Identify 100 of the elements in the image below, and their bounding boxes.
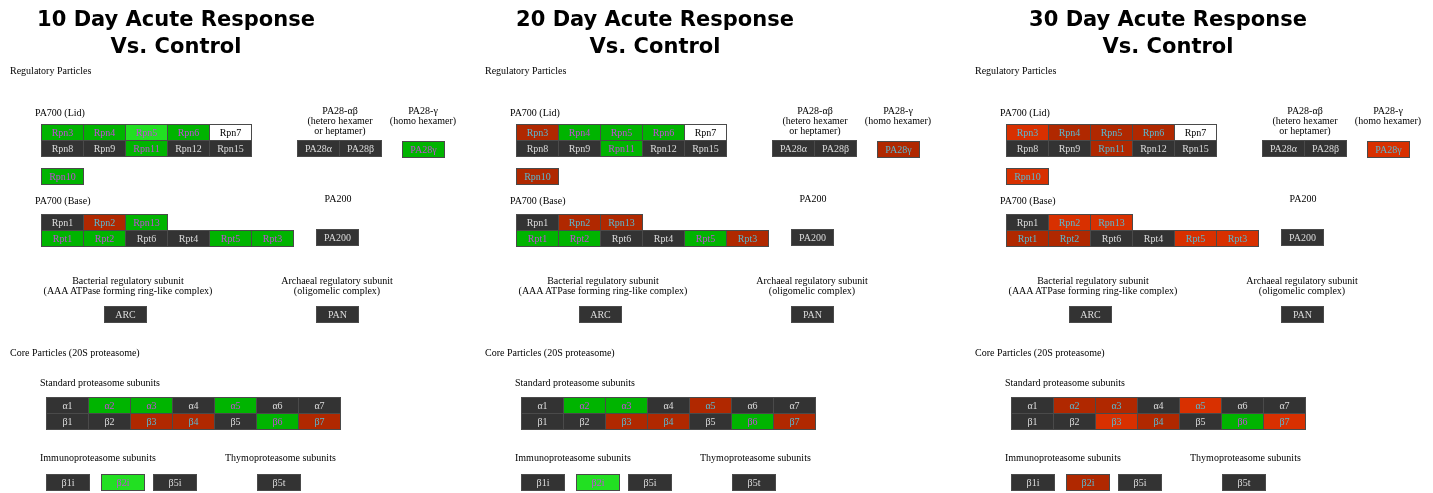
gene-box: Rpn9 (83, 140, 126, 157)
gene-box: Rpt3 (726, 230, 769, 247)
gene-box: ARC (104, 306, 147, 323)
gene-box: β5t (1222, 474, 1266, 491)
section-label: (homo hexamer) (388, 116, 458, 126)
gene-box: Rpt1 (516, 230, 559, 247)
gene-box: Rpn10 (1006, 168, 1049, 185)
gene-box: Rpn9 (1048, 140, 1091, 157)
gene-box: PA28γ (1367, 141, 1410, 158)
gene-box: Rpn8 (41, 140, 84, 157)
gene-box: β5i (153, 474, 197, 491)
section-label: PA700 (Lid) (510, 108, 561, 118)
section-label: (AAA ATPase forming ring-like complex) (42, 286, 214, 296)
section-label: (AAA ATPase forming ring-like complex) (1007, 286, 1179, 296)
gene-box: PAN (1281, 306, 1324, 323)
gene-box: Rpn12 (167, 140, 210, 157)
gene-box: β1i (46, 474, 90, 491)
gene-box: β7 (773, 413, 816, 430)
section-label: Standard proteasome subunits (40, 378, 161, 388)
gene-box: β2 (1053, 413, 1096, 430)
section-label: (AAA ATPase forming ring-like complex) (517, 286, 689, 296)
gene-box: PA200 (791, 229, 834, 246)
gene-box: β4 (172, 413, 215, 430)
gene-box: PA28γ (877, 141, 920, 158)
section-label: (oligomelic complex) (292, 286, 382, 296)
gene-box: PA200 (316, 229, 359, 246)
gene-box: Rpt2 (558, 230, 601, 247)
gene-box: Rpn8 (1006, 140, 1049, 157)
gene-box: PAN (791, 306, 834, 323)
gene-box: β7 (1263, 413, 1306, 430)
gene-box: β2 (563, 413, 606, 430)
section-label: (hetero hexamer or heptamer) (306, 116, 374, 136)
section-label: (oligomelic complex) (767, 286, 857, 296)
section-label: PA700 (Lid) (1000, 108, 1051, 118)
section-label: Immunoproteasome subunits (1005, 453, 1122, 463)
gene-box: Rpn11 (125, 140, 168, 157)
gene-box: PA28β (814, 140, 857, 157)
gene-box: PA28β (339, 140, 382, 157)
gene-box: PA28α (297, 140, 340, 157)
section-label: Immunoproteasome subunits (40, 453, 157, 463)
gene-box: PAN (316, 306, 359, 323)
gene-box: β6 (1221, 413, 1264, 430)
gene-box: Rpt1 (41, 230, 84, 247)
gene-box: Rpn10 (41, 168, 84, 185)
section-label: PA28-αβ (797, 106, 833, 116)
gene-box: Rpt3 (251, 230, 294, 247)
gene-box: β6 (256, 413, 299, 430)
section-label: Standard proteasome subunits (515, 378, 636, 388)
gene-box: Rpn11 (1090, 140, 1133, 157)
panel-title: 20 Day Acute Response Vs. Control (515, 6, 795, 60)
gene-box: Rpt2 (1048, 230, 1091, 247)
gene-box: β5i (1118, 474, 1162, 491)
section-label: PA700 (Base) (35, 196, 92, 206)
section-label: Immunoproteasome subunits (515, 453, 632, 463)
section-label: (oligomelic complex) (1257, 286, 1347, 296)
gene-box: Rpn10 (516, 168, 559, 185)
gene-box: β2i (576, 474, 620, 491)
section-label: (hetero hexamer or heptamer) (1271, 116, 1339, 136)
section-label: PA200 (798, 194, 828, 204)
gene-box: Rpn8 (516, 140, 559, 157)
gene-box: ARC (579, 306, 622, 323)
section-label: Thymoproteasome subunits (1190, 453, 1302, 463)
gene-box: Rpn9 (558, 140, 601, 157)
gene-box: β5i (628, 474, 672, 491)
gene-box: β7 (298, 413, 341, 430)
section-label: Standard proteasome subunits (1005, 378, 1126, 388)
gene-box: β5 (689, 413, 732, 430)
section-label: PA200 (323, 194, 353, 204)
gene-box: Rpt4 (167, 230, 210, 247)
gene-box: PA28γ (402, 141, 445, 158)
gene-box: β2i (1066, 474, 1110, 491)
gene-box: PA200 (1281, 229, 1324, 246)
gene-box: β3 (1095, 413, 1138, 430)
gene-box: Rpt1 (1006, 230, 1049, 247)
section-label: PA700 (Lid) (35, 108, 86, 118)
section-label: (hetero hexamer or heptamer) (781, 116, 849, 136)
gene-box: β1 (46, 413, 89, 430)
gene-box: Rpt5 (1174, 230, 1217, 247)
section-label: PA28-γ (883, 106, 913, 116)
gene-box: β2 (88, 413, 131, 430)
gene-box: Rpt6 (1090, 230, 1133, 247)
section-label: (homo hexamer) (1353, 116, 1423, 126)
section-label: Thymoproteasome subunits (225, 453, 337, 463)
gene-box: Rpt4 (1132, 230, 1175, 247)
section-label: PA28-γ (408, 106, 438, 116)
section-label: PA28-αβ (322, 106, 358, 116)
section-label: Regulatory Particles (10, 66, 93, 76)
panel-title: 10 Day Acute Response Vs. Control (36, 6, 316, 60)
gene-box: β4 (647, 413, 690, 430)
section-label: PA700 (Base) (1000, 196, 1057, 206)
gene-box: Rpn15 (209, 140, 252, 157)
section-label: Thymoproteasome subunits (700, 453, 812, 463)
section-label: Archaeal regulatory subunit (280, 276, 394, 286)
gene-box: ARC (1069, 306, 1112, 323)
gene-box: Rpt6 (125, 230, 168, 247)
gene-box: β5 (214, 413, 257, 430)
gene-box: PA28β (1304, 140, 1347, 157)
gene-box: β5t (257, 474, 301, 491)
gene-box: Rpn11 (600, 140, 643, 157)
section-label: Archaeal regulatory subunit (1245, 276, 1359, 286)
